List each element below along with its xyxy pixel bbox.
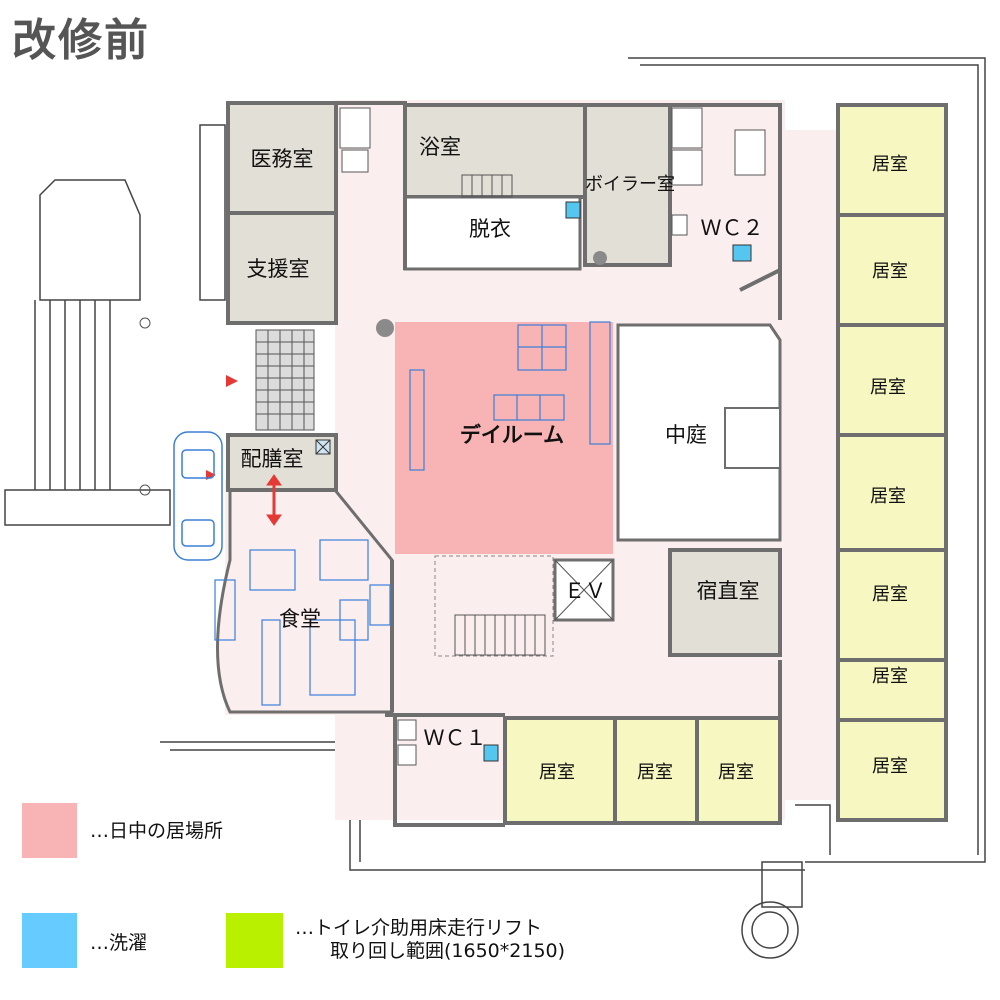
tiled-area	[255, 329, 315, 431]
car-outline	[173, 431, 223, 561]
datsui-room	[403, 195, 582, 271]
label-kyoshitsu: 居室	[872, 154, 908, 175]
laundry-marks	[483, 201, 752, 762]
furniture	[214, 321, 611, 706]
legend-swatch-laundry	[22, 913, 77, 968]
label-kyoshitsu: 居室	[718, 762, 754, 783]
label-wc1: ＷＣ１	[424, 726, 487, 750]
label-kyoshitsu: 居室	[870, 377, 906, 398]
label-haizen: 配膳室	[241, 447, 304, 471]
resident-rooms	[503, 103, 948, 825]
label-kyoshitsu: 居室	[870, 486, 906, 507]
entry-ring	[741, 861, 803, 959]
legend-text-laundry: …洗濯	[90, 932, 148, 954]
label-wc2: ＷＣ２	[701, 216, 764, 240]
label-kyoshitsu: 居室	[637, 762, 673, 783]
label-shokudo: 食堂	[279, 607, 321, 631]
label-ev: ＥＶ	[564, 579, 606, 603]
walls	[336, 101, 782, 827]
legend-swatch-lift-range	[226, 913, 283, 968]
dayroom-area	[395, 322, 613, 554]
entrance-canopy	[4, 124, 226, 526]
page-title: 改修前	[12, 15, 150, 66]
label-kyoshitsu: 居室	[872, 261, 908, 282]
staircase	[454, 174, 546, 656]
label-kyoshitsu: 居室	[872, 666, 908, 687]
label-kyoshitsu: 居室	[872, 756, 908, 777]
label-shienshitsu: 支援室	[247, 257, 310, 281]
red-double-arrow	[266, 474, 282, 526]
label-imushitsu: 医務室	[251, 147, 314, 171]
label-datsui: 脱衣	[469, 217, 511, 241]
legend-text-lift-range: …トイレ介助用床走行リフト	[295, 917, 543, 939]
label-shukuchoku: 宿直室	[697, 579, 760, 603]
label-nakaniwa: 中庭	[665, 423, 707, 447]
legend-text-lift-range-size: 取り回し範囲(1650*2150)	[330, 940, 566, 962]
service-rooms	[226, 101, 782, 657]
label-boiler: ボイラー室	[585, 174, 675, 195]
label-dayroom: デイルーム	[460, 423, 564, 447]
label-kyoshitsu: 居室	[872, 584, 908, 605]
wc-fixtures	[339, 107, 766, 766]
legend-text-day-area: …日中の居場所	[90, 820, 224, 842]
label-yokushitsu: 浴室	[419, 135, 461, 159]
legend-swatch-day-area	[22, 803, 77, 858]
room-labels: 医務室 支援室 浴室 脱衣 ボイラー室 ＷＣ２ デイルーム 中庭 配膳室 食堂 …	[241, 135, 909, 783]
label-kyoshitsu: 居室	[539, 762, 575, 783]
